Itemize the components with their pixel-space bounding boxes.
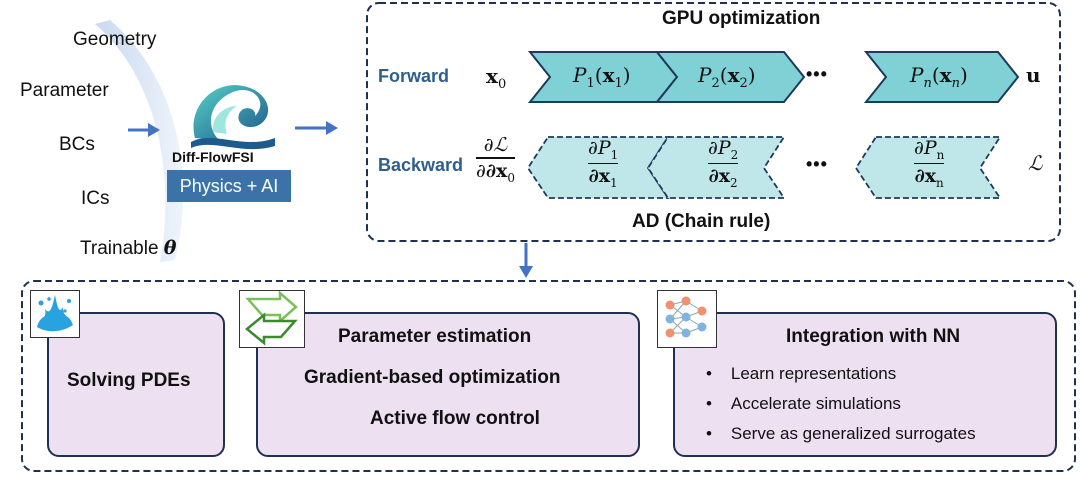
forward-chevron-2 xyxy=(654,51,806,103)
card2-line3: Active flow control xyxy=(370,408,540,429)
input-arrow xyxy=(128,123,160,137)
forward-block-2-label: P2(x2) xyxy=(698,63,756,91)
bk2-den-sub: 2 xyxy=(730,176,738,191)
forward-chevron-n xyxy=(863,51,1020,103)
trainable-text: Trainable xyxy=(80,238,159,259)
forward-ellipsis: • • • xyxy=(806,64,827,84)
card2-line1: Parameter estimation xyxy=(338,326,532,347)
input-x0: x0 xyxy=(486,64,506,92)
input-bcs: BCs xyxy=(59,134,95,155)
bk1-num: ∂P xyxy=(588,137,611,159)
bullet-2-text: Accelerate simulations xyxy=(730,394,901,413)
backward-ellipsis: • • • xyxy=(806,154,827,174)
input-band xyxy=(95,20,184,262)
backward-chevron-2 xyxy=(646,136,786,199)
grad-den-sub: 0 xyxy=(507,170,515,185)
theta-symbol: θ xyxy=(163,237,177,259)
bk1-den: ∂x xyxy=(588,165,611,188)
bk1-num-sub: 1 xyxy=(610,147,619,162)
p2-arg-sub: 2 xyxy=(739,76,748,91)
splash-icon xyxy=(30,290,80,338)
card3-title: Integration with NN xyxy=(786,326,961,347)
ad-label: AD (Chain rule) xyxy=(632,211,771,232)
p2-sub: 2 xyxy=(711,76,720,91)
p1-symbol: P xyxy=(573,63,587,87)
card-parameter-estimation xyxy=(256,312,640,457)
loss-symbol: ℒ xyxy=(1028,151,1043,175)
p1-arg: x xyxy=(602,63,615,87)
card3-bullet-2: • Accelerate simulations xyxy=(706,394,901,413)
pn-arg: x xyxy=(939,63,952,87)
bk1-den-sub: 1 xyxy=(610,176,618,191)
card-integration-nn xyxy=(673,312,1057,457)
output-u: u xyxy=(1026,63,1041,87)
backward-block-n-label: ∂Pn ∂xn xyxy=(914,137,945,191)
wave-logo-icon xyxy=(191,85,275,150)
input-ics: ICs xyxy=(81,188,110,209)
p1-sub: 1 xyxy=(586,76,595,91)
bullet-3-text: Serve as generalized surrogates xyxy=(730,424,976,443)
logo-name: Diff-FlowFSI xyxy=(172,149,254,165)
grad-den: ∂x xyxy=(485,159,508,182)
gpu-title: GPU optimization xyxy=(662,8,821,29)
gpu-box xyxy=(366,2,1061,242)
backward-block-1-label: ∂P1 ∂x1 xyxy=(588,137,619,191)
backward-label: Backward xyxy=(378,155,464,175)
x0-symbol: x xyxy=(486,64,498,88)
p2-symbol: P xyxy=(698,63,712,87)
gpu-to-apps-arrow xyxy=(519,243,533,278)
pn-sub: n xyxy=(923,76,932,91)
bk2-num-sub: 2 xyxy=(730,147,739,162)
bk2-den: ∂x xyxy=(708,165,731,188)
bkn-num: ∂P xyxy=(914,137,937,159)
grad-loss-x0: ∂ℒ ∂∂x0 xyxy=(476,134,515,185)
card2-line2: Gradient-based optimization xyxy=(304,367,561,388)
p2-arg: x xyxy=(727,63,740,87)
bullet-1-text: Learn representations xyxy=(730,364,897,383)
bkn-den-sub: n xyxy=(936,176,944,191)
forward-block-n-label: Pn(xn) xyxy=(910,63,968,91)
input-trainable: Trainable θ xyxy=(80,237,176,260)
bk2-num: ∂P xyxy=(708,137,731,159)
arrows-swap-icon xyxy=(239,290,305,348)
bkn-den: ∂x xyxy=(914,165,937,188)
card3-bullet-1: • Learn representations xyxy=(706,364,897,383)
pn-arg-sub: n xyxy=(951,76,960,91)
pn-symbol: P xyxy=(910,63,924,87)
input-parameter: Parameter xyxy=(20,80,109,101)
logo-to-gpu-arrow xyxy=(295,121,338,135)
bkn-num-sub: n xyxy=(936,147,945,162)
grad-num: ∂ℒ xyxy=(483,134,508,156)
forward-block-1-label: P1(x1) xyxy=(573,63,631,91)
backward-block-2-label: ∂P2 ∂x2 xyxy=(708,137,739,191)
x0-sub: 0 xyxy=(497,77,507,92)
card3-bullet-3: • Serve as generalized surrogates xyxy=(706,424,976,443)
neural-network-icon xyxy=(657,290,717,348)
logo-tagline: Physics + AI xyxy=(167,170,291,202)
input-geometry: Geometry xyxy=(73,29,157,50)
backward-chevron-n xyxy=(854,136,1002,199)
p1-arg-sub: 1 xyxy=(614,76,623,91)
forward-label: Forward xyxy=(378,66,450,86)
card1-title: Solving PDEs xyxy=(67,370,191,391)
